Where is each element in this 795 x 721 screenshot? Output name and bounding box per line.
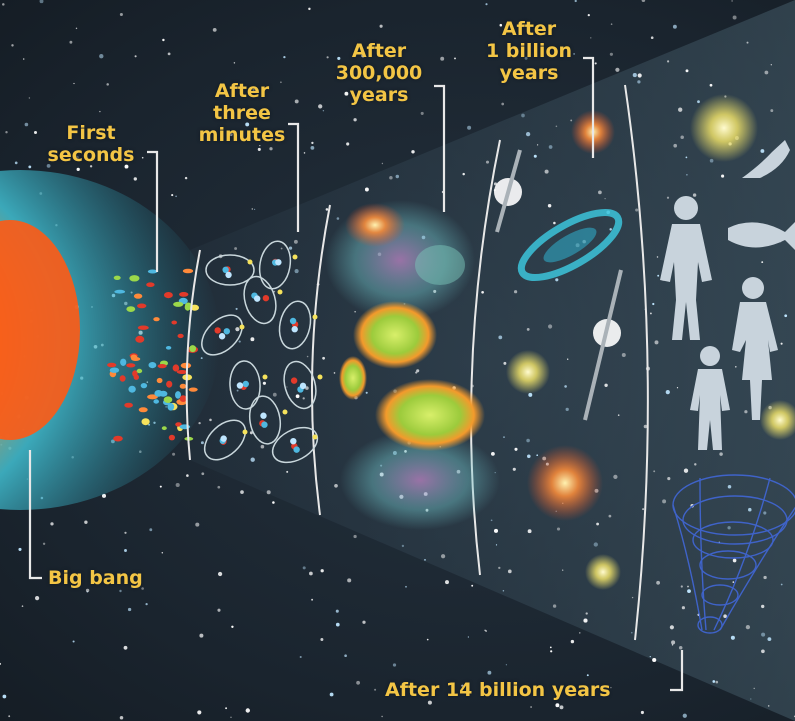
label-big-bang: Big bang (48, 567, 168, 589)
label-after-300000-years: After 300,000 years (320, 40, 438, 106)
label-after-three-minutes: After three minutes (194, 80, 290, 146)
label-after-1-billion-years: After 1 billion years (470, 18, 588, 84)
label-first-seconds: First seconds (34, 122, 148, 166)
label-after-14-billion-years: After 14 billion years (385, 679, 675, 701)
